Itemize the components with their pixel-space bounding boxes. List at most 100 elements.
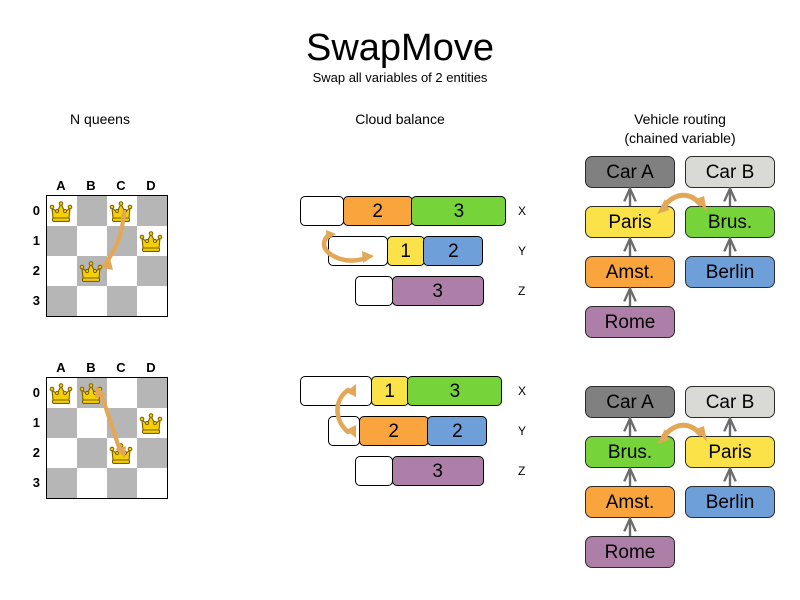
row-label-1: 1 [32, 233, 40, 248]
page-title: SwapMove [306, 27, 494, 69]
vrp-node-brus[interactable]: Brus. [585, 436, 675, 468]
cell-a3[interactable] [47, 286, 77, 316]
section-heading-cloud: Cloud balance [355, 111, 445, 127]
cell-c1[interactable] [107, 226, 137, 256]
board-row-labels-before: 0 1 2 3 [26, 196, 40, 316]
cell-d3[interactable] [137, 468, 167, 498]
row-label-1: 1 [32, 415, 40, 430]
cell-c3[interactable] [107, 468, 137, 498]
cell-b2[interactable] [77, 256, 107, 286]
vrp-node-amst[interactable]: Amst. [585, 256, 675, 288]
board-row [47, 286, 167, 316]
board-column-labels-after: A B C D [46, 360, 166, 375]
cloud-seg-value[interactable]: 1 [370, 376, 409, 406]
cell-c0[interactable] [107, 378, 137, 408]
cell-a2[interactable] [47, 438, 77, 468]
vrp-node-rome[interactable]: Rome [585, 536, 675, 568]
vrp-node-rome[interactable]: Rome [585, 306, 675, 338]
vrp-node-car-a[interactable]: Car A [585, 386, 675, 418]
cell-c1[interactable] [107, 408, 137, 438]
row-label-0: 0 [32, 385, 40, 400]
cloud-row-y[interactable]: 1 2 [328, 236, 484, 266]
chessboard-after[interactable] [46, 377, 168, 499]
cloud-seg-empty [355, 456, 393, 486]
cloud-row-label-y: Y [518, 424, 527, 438]
nqueens-board-before: A B C D 0 1 2 3 [33, 178, 168, 317]
cell-a0[interactable] [47, 378, 77, 408]
cell-d1[interactable] [137, 226, 167, 256]
column-label-a: A [56, 178, 66, 193]
cloud-seg-value[interactable]: 3 [407, 376, 503, 406]
vrp-node-car-b[interactable]: Car B [685, 156, 775, 188]
cell-a2[interactable] [47, 256, 77, 286]
cell-d0[interactable] [137, 378, 167, 408]
cell-d3[interactable] [137, 286, 167, 316]
vrp-node-amst[interactable]: Amst. [585, 486, 675, 518]
board-row [47, 378, 167, 408]
cloud-row-y[interactable]: 2 2 [328, 416, 488, 446]
vrp-node-paris[interactable]: Paris [585, 206, 675, 238]
board-row [47, 196, 167, 226]
column-label-c: C [116, 360, 126, 375]
chessboard-before[interactable] [46, 195, 168, 317]
cloud-seg-value[interactable]: 3 [411, 196, 507, 226]
vehicle-routing-before: Car A Paris Amst. Rome Car B Brus. Berli… [585, 156, 785, 346]
cloud-seg-value[interactable]: 2 [358, 416, 429, 446]
cloud-row-x[interactable]: 1 3 [300, 376, 503, 406]
cell-b0[interactable] [77, 196, 107, 226]
cell-c3[interactable] [107, 286, 137, 316]
column-label-d: D [146, 360, 156, 375]
cell-a1[interactable] [47, 408, 77, 438]
page-subtitle: Swap all variables of 2 entities [312, 70, 488, 85]
section-heading-nqueens: N queens [70, 111, 130, 127]
vrp-node-berlin[interactable]: Berlin [685, 486, 775, 518]
cloud-seg-empty [328, 236, 388, 266]
cell-c0[interactable] [107, 196, 137, 226]
cloud-balance-after: 1 3 X 2 2 Y 3 Z [300, 376, 526, 496]
row-label-3: 3 [32, 293, 40, 308]
cloud-row-x[interactable]: 2 3 [300, 196, 507, 226]
vrp-node-berlin[interactable]: Berlin [685, 256, 775, 288]
cell-d0[interactable] [137, 196, 167, 226]
cell-a3[interactable] [47, 468, 77, 498]
cell-b3[interactable] [77, 286, 107, 316]
vrp-node-car-b[interactable]: Car B [685, 386, 775, 418]
cell-b1[interactable] [77, 226, 107, 256]
cell-c2[interactable] [107, 438, 137, 468]
cloud-seg-empty [355, 276, 393, 306]
cloud-row-label-y: Y [518, 244, 527, 258]
cell-b3[interactable] [77, 468, 107, 498]
cell-b1[interactable] [77, 408, 107, 438]
vrp-node-car-a[interactable]: Car A [585, 156, 675, 188]
nqueens-board-after: A B C D 0 1 2 3 [33, 360, 168, 499]
cell-a1[interactable] [47, 226, 77, 256]
cloud-seg-empty [300, 196, 344, 226]
column-label-b: B [86, 360, 96, 375]
cloud-row-label-z: Z [518, 284, 526, 298]
board-row [47, 408, 167, 438]
cloud-seg-value[interactable]: 2 [342, 196, 413, 226]
board-row [47, 256, 167, 286]
column-label-d: D [146, 178, 156, 193]
cell-d2[interactable] [137, 256, 167, 286]
vehicle-routing-after: Car A Brus. Amst. Rome Car B Paris Berli… [585, 386, 785, 576]
row-label-2: 2 [32, 445, 40, 460]
vrp-node-brus[interactable]: Brus. [685, 206, 775, 238]
cell-b0[interactable] [77, 378, 107, 408]
cell-a0[interactable] [47, 196, 77, 226]
cell-c2[interactable] [107, 256, 137, 286]
cell-b2[interactable] [77, 438, 107, 468]
column-label-b: B [86, 178, 96, 193]
cloud-row-z[interactable]: 3 [355, 456, 484, 486]
vrp-node-paris[interactable]: Paris [685, 436, 775, 468]
cell-d2[interactable] [137, 438, 167, 468]
cloud-seg-value[interactable]: 2 [427, 416, 488, 446]
cloud-seg-value[interactable]: 3 [391, 456, 484, 486]
cell-d1[interactable] [137, 408, 167, 438]
cloud-seg-value[interactable]: 2 [423, 236, 484, 266]
cloud-seg-value[interactable]: 3 [391, 276, 484, 306]
cloud-row-z[interactable]: 3 [355, 276, 484, 306]
cloud-seg-value[interactable]: 1 [386, 236, 425, 266]
cloud-balance-before: 2 3 X 1 2 Y 3 Z [300, 196, 526, 316]
board-row [47, 468, 167, 498]
